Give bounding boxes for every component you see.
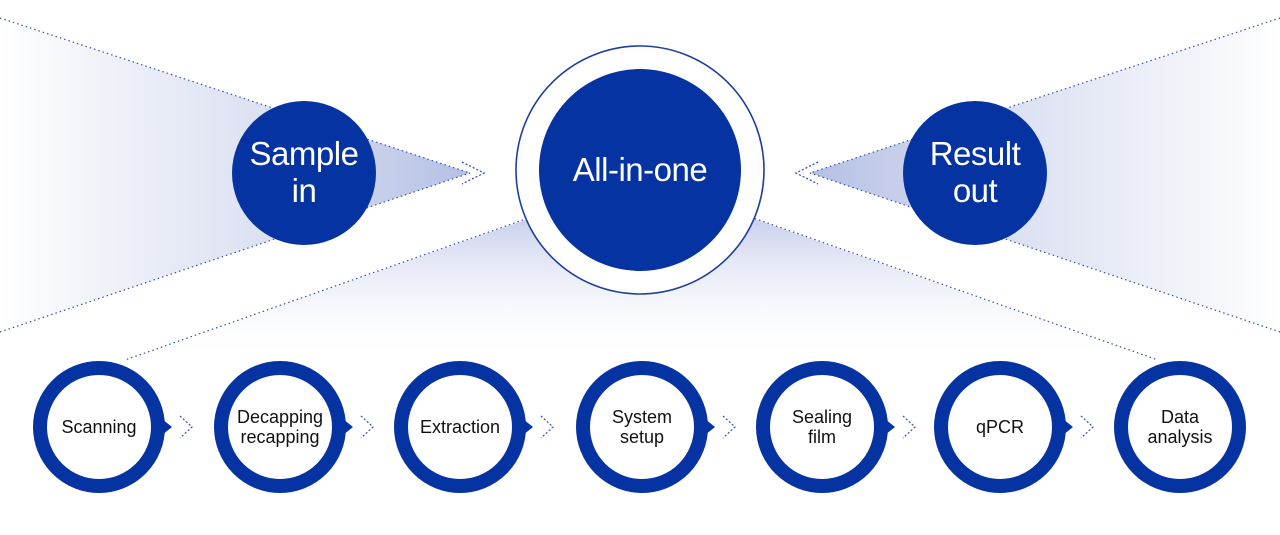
right-funnel-edge-top — [809, 17, 1280, 174]
center-fan-edge-right — [741, 213, 1159, 361]
step-label-line2: analysis — [1147, 427, 1213, 447]
step-label-line1: Extraction — [419, 416, 501, 437]
result-out-label: Result out — [905, 103, 1045, 243]
all-in-one-circle — [539, 69, 741, 271]
sample-in-circle — [232, 101, 376, 245]
step-label-line1: Scanning — [61, 416, 137, 437]
step-circle — [33, 361, 165, 493]
process-steps — [33, 361, 1246, 493]
left-funnel-edge-top — [0, 17, 471, 174]
step-label-line2: setup — [619, 427, 665, 447]
step-connector-chevron — [1080, 415, 1094, 439]
all-in-one-label: All-in-one — [540, 70, 740, 270]
step-label: Extraction — [408, 375, 512, 479]
step-label-line1: Data — [1160, 406, 1200, 427]
right-arrow-chevron — [794, 161, 819, 185]
result-out-line2: out — [952, 172, 998, 209]
sample-in-line1: Sample — [249, 135, 359, 173]
right-funnel-edge-bottom — [809, 172, 1280, 333]
step-circle — [214, 361, 346, 493]
step-label-line1: Sealing — [791, 406, 853, 427]
result-out-line1: Result — [929, 135, 1021, 173]
step-label-line2: recapping — [240, 427, 320, 447]
step-circle — [576, 361, 708, 493]
step-connector-chevron — [540, 415, 554, 439]
left-funnel-edge-bottom — [0, 172, 471, 333]
step-circle — [1114, 361, 1246, 493]
step-connector-chevron — [360, 415, 374, 439]
step-connector-chevron — [179, 415, 193, 439]
step-connector-chevron — [722, 415, 736, 439]
result-out-circle — [903, 101, 1047, 245]
sample-in-label: Sample in — [234, 103, 374, 243]
step-connector-chevron — [902, 415, 916, 439]
sample-in-line2: in — [291, 172, 317, 209]
step-circle — [394, 361, 526, 493]
step-circle — [934, 361, 1066, 493]
step-label: qPCR — [948, 375, 1052, 479]
left-arrow-chevron — [461, 161, 486, 185]
step-label-line2: film — [808, 427, 836, 447]
step-label: Scanning — [47, 375, 151, 479]
step-label-line1: Decapping — [236, 406, 324, 427]
step-label-line1: qPCR — [975, 416, 1024, 437]
all-in-one-text: All-in-one — [572, 150, 708, 188]
step-label-line1: System — [611, 406, 672, 427]
center-fan-edge-left — [124, 213, 541, 361]
step-circle — [756, 361, 888, 493]
